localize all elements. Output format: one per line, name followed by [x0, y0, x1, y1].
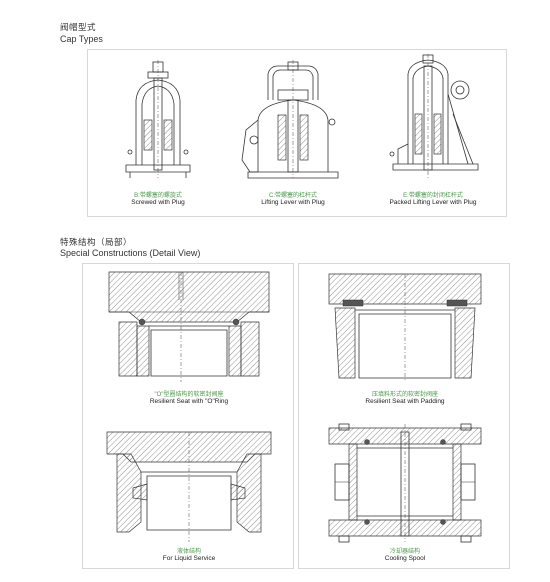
section1-title-en: Cap Types: [60, 34, 103, 44]
cooling-label-en: Cooling Spool: [384, 555, 426, 562]
screwed-cap-drawing: [125, 60, 191, 178]
padding-seat-drawing: [328, 273, 482, 382]
o-ring-label-cn: "O"型圈结构的软密封阀座: [154, 392, 224, 398]
cap-b-label-cn: B:带螺塞的螺旋式: [134, 193, 182, 199]
liquid-label-cn: 液体结构: [176, 549, 201, 555]
cooling-spool-drawing: [328, 423, 482, 543]
lifting-lever-drawing: [241, 60, 339, 179]
liquid-service-drawing: [106, 431, 272, 542]
padding-label-en: Resilient Seat with Padding: [365, 398, 445, 405]
cap-e-label-en: Packed Lifting Lever with Plug: [389, 199, 477, 206]
section2-title-en: Special Constructions (Detail View): [60, 248, 201, 258]
packed-lever-drawing: [389, 54, 479, 178]
cap-e-label-cn: E:带螺塞的封闭杠杆式: [403, 193, 463, 199]
cooling-label-cn: 冷却器结构: [389, 549, 420, 555]
section2-title-cn: 特殊结构（局部）: [60, 237, 133, 247]
cap-c-label-en: Lifting Lever with Plug: [261, 199, 325, 206]
o-ring-seat-drawing: [108, 271, 270, 382]
cap-c-label-cn: C:带螺塞的杠杆式: [268, 193, 317, 199]
special-constructions-left-panel: "O"型圈结构的软密封阀座 Resilient Seat with "O"Rin…: [82, 263, 294, 569]
o-ring-label-en: Resilient Seat with "O"Ring: [149, 398, 229, 405]
padding-label-cn: 压填料形式的软密封阀座: [371, 392, 438, 398]
section1-title-cn: 阀帽型式: [60, 22, 97, 32]
cap-types-panel: B:带螺塞的螺旋式 Screwed with Plug C:带螺塞的杠杆式 Li…: [87, 49, 507, 217]
special-constructions-right-panel: 压填料形式的软密封阀座 Resilient Seat with Padding …: [298, 263, 510, 569]
cap-b-label-en: Screwed with Plug: [131, 199, 185, 206]
liquid-label-en: For Liquid Service: [162, 555, 216, 562]
